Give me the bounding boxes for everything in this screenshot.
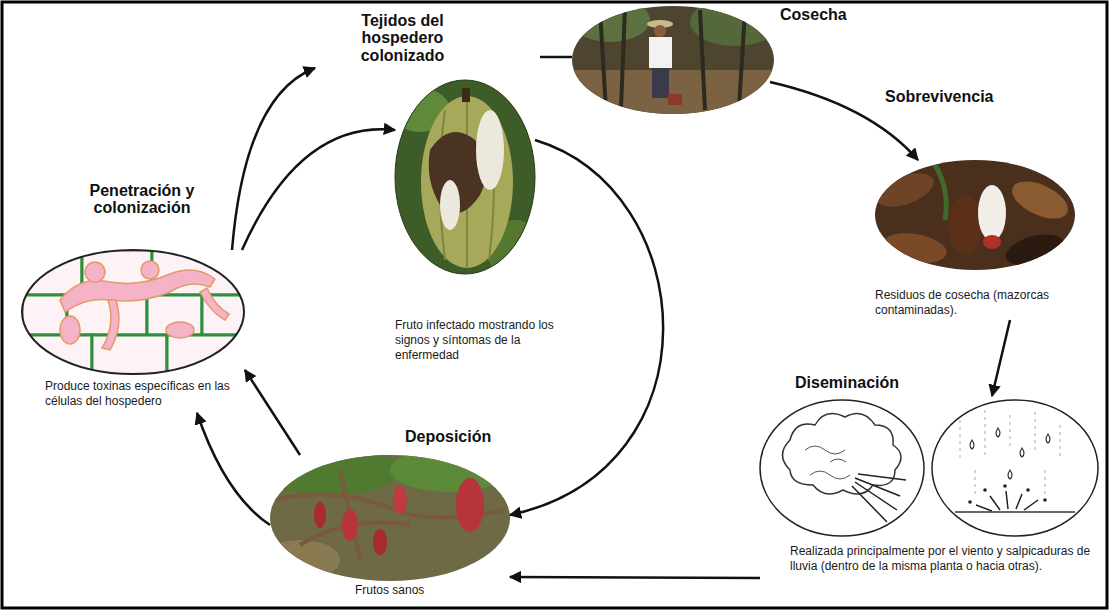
mycelium [440,180,460,230]
harvest-photo [570,0,780,116]
stage-node: SobrevivenciaResiduos de cosecha (mazorc… [875,160,1075,318]
cycle-arrow [242,129,395,250]
red-pod [314,502,326,528]
picture-space [875,160,1075,270]
splash-dot [1043,498,1047,502]
stage-caption: Produce toxinas específicas en las célul… [45,379,230,409]
stage-node: Tejidos del hospedero colonizadoFruto in… [395,80,565,363]
pod [948,195,982,255]
foliage [690,0,780,46]
wind-lines [852,474,906,522]
cycle-arrow [510,577,760,578]
stage-node: Penetración y colonizaciónProduce toxina… [22,250,245,409]
hypha [200,288,229,320]
picture-space [395,80,565,275]
splash-dot [1026,488,1030,492]
leaf-litter [260,540,340,580]
stage-heading: Tejidos del hospedero colonizado [340,12,465,64]
stage-heading: Penetración y colonización [72,182,212,217]
connector-line [540,56,572,59]
stage-node: DeposiciónFrutos sanos [270,455,510,598]
pod-shell [872,167,938,214]
raindrop [996,428,1000,437]
cycle-arrow [992,320,1010,396]
hypha-tip [60,316,80,344]
pod-shell [1006,174,1073,227]
stem [462,88,470,102]
foliage [570,0,650,42]
red-pod [373,529,387,555]
infected-pod-photo [390,75,543,280]
foliage [390,448,510,492]
stage-caption: Realizada principalmente por el viento y… [790,544,1095,574]
picture-space [270,455,510,581]
residue-photo [872,158,1077,272]
branches [275,470,505,560]
rain-circle [932,400,1098,536]
stage-caption: Fruto infectado mostrando los signos y s… [395,318,565,363]
stage-caption: Residuos de cosecha (mazorcas contaminad… [875,288,1075,318]
stage-caption: Frutos sanos [355,583,475,598]
wind-cloud [783,413,902,494]
trousers [652,68,669,98]
splash-dot [983,488,987,492]
splash-dot [1003,484,1007,488]
stage-heading: Sobrevivencia [885,88,1020,105]
red-pod [393,486,407,514]
stage-node: DiseminaciónRealizada principalmente por… [760,398,1098,574]
raindrop [1020,448,1024,457]
raindrops [970,428,1050,479]
leaf [935,165,946,220]
splash-ground [955,511,1075,513]
photo-ground [390,75,540,280]
cell-walls [22,250,247,380]
cycle-arrow [197,413,270,525]
stage-heading: Diseminación [795,374,930,391]
pod-shell [881,229,949,268]
rain-streaks [960,410,1060,495]
bucket [668,94,682,105]
healthy-pods-photo [260,445,512,583]
mycelium [476,110,504,190]
pod-shell [1002,229,1067,272]
stage-heading: Deposición [405,428,520,445]
red-pod [342,509,358,541]
raindrop [970,440,974,449]
splash-dots [968,484,1047,504]
picture-space [572,6,775,114]
hyphae [60,261,229,350]
ground [570,70,776,116]
head [654,25,666,37]
photo-ground [570,4,776,116]
pod [421,96,513,268]
cycle-arrow [245,370,300,455]
red-pod [456,478,484,532]
cell-illustration [20,248,248,380]
hypha [60,270,215,312]
raindrop [1046,434,1050,443]
raindrop [1008,470,1012,479]
picture-outline [395,80,535,274]
picture-space [22,250,245,375]
stage-heading: Cosecha [780,6,875,23]
wind-circle [760,400,924,536]
splash [976,491,1038,511]
splash-dot [968,500,972,504]
picture-outline [22,250,244,374]
stage-node: Cosecha [572,6,775,114]
hypha-tip [141,261,159,279]
shirt [649,37,672,68]
hypha-tip [166,322,194,338]
foliage [260,445,400,495]
hypha [102,300,119,350]
pod-tip [983,235,1001,249]
picture-space [760,398,1098,538]
tree-trunks [600,8,745,110]
cloud-swirls [805,446,850,479]
pod-mycelium [978,185,1006,241]
hypha-tip [85,262,105,282]
photo-ground [873,158,1077,272]
